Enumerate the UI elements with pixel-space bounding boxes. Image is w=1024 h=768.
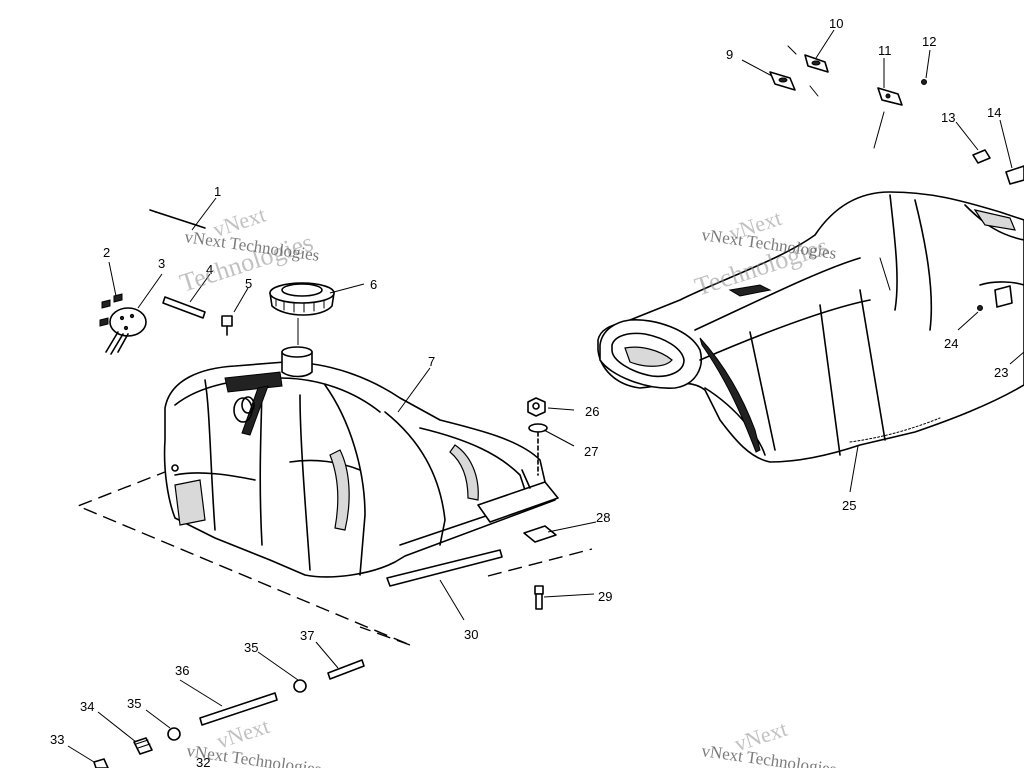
callout-12: 12 bbox=[922, 34, 936, 49]
callout-6: 6 bbox=[370, 277, 377, 292]
callout-30: 30 bbox=[464, 627, 478, 642]
callout-13: 13 bbox=[941, 110, 955, 125]
callout-27: 27 bbox=[584, 444, 598, 459]
callout-5: 5 bbox=[245, 276, 252, 291]
callout-26: 26 bbox=[585, 404, 599, 419]
callout-29: 29 bbox=[598, 589, 612, 604]
fuel-cap bbox=[269, 282, 335, 345]
fuel-tank bbox=[163, 346, 559, 578]
callout-14: 14 bbox=[987, 105, 1001, 120]
callout-35a: 35 bbox=[244, 640, 258, 655]
callout-23: 23 bbox=[994, 365, 1008, 380]
callout-10: 10 bbox=[829, 16, 843, 31]
callout-24: 24 bbox=[944, 336, 958, 351]
callout-35b: 35 bbox=[127, 696, 141, 711]
callout-25: 25 bbox=[842, 498, 856, 513]
lower-hardware bbox=[93, 659, 365, 768]
callout-2: 2 bbox=[103, 245, 110, 260]
callout-7: 7 bbox=[428, 354, 435, 369]
callout-numbers: 1 2 3 4 5 6 7 9 10 11 12 13 14 23 24 25 … bbox=[50, 16, 1008, 768]
callout-34: 34 bbox=[80, 699, 94, 714]
callout-36: 36 bbox=[175, 663, 189, 678]
dashed-outline bbox=[76, 469, 593, 646]
callout-28: 28 bbox=[596, 510, 610, 525]
seat-assembly bbox=[597, 191, 1024, 463]
callout-37: 37 bbox=[300, 628, 314, 643]
callout-33: 33 bbox=[50, 732, 64, 747]
callout-9: 9 bbox=[726, 47, 733, 62]
callout-4: 4 bbox=[206, 262, 213, 277]
callout-3: 3 bbox=[158, 256, 165, 271]
seat-hardware bbox=[769, 45, 1024, 311]
tank-mount-hardware bbox=[386, 397, 557, 610]
callout-1: 1 bbox=[214, 184, 221, 199]
callout-11: 11 bbox=[878, 43, 892, 58]
leader-lines bbox=[67, 29, 1024, 763]
callout-32: 32 bbox=[196, 755, 210, 768]
